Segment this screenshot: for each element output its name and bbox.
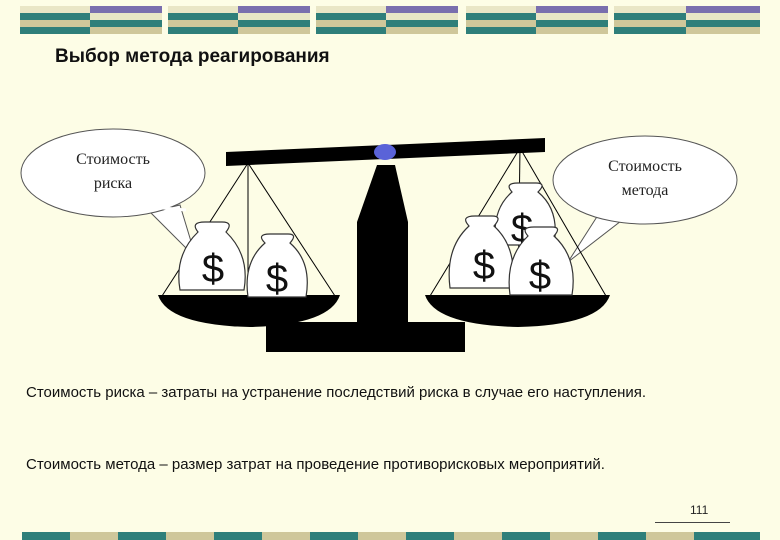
header-decoration-4 [466,6,608,34]
bubble-label-method-cost: Стоимость метода [608,158,682,199]
header-decoration-1 [20,6,162,34]
slide-title: Выбор метода реагирования [55,46,330,67]
money-bag-icon: $ [448,215,514,289]
definition-risk-cost: Стоимость риска – затраты на устранение … [26,384,647,401]
page-number: 111 [690,503,709,517]
money-bag-icon: $ [508,226,574,298]
right-speech-bubble [552,135,738,263]
balance-scale-icon [158,138,610,352]
definition-method-cost: Стоимость метода – размер затрат на пров… [26,456,605,473]
header-decoration-5 [614,6,760,34]
left-speech-bubble [20,128,206,259]
footer-decoration [22,532,760,540]
svg-text:$: $ [266,257,288,301]
header-decoration-3 [316,6,458,34]
money-bag-icon: $ [246,233,308,301]
bubble-label-risk-cost: Стоимость риска [76,151,150,192]
money-bag-icon: $ [178,221,246,291]
svg-text:$: $ [529,254,551,298]
svg-text:$: $ [202,247,224,291]
header-decoration-2 [168,6,310,34]
page-number-underline [655,522,730,523]
svg-text:$: $ [473,244,495,288]
